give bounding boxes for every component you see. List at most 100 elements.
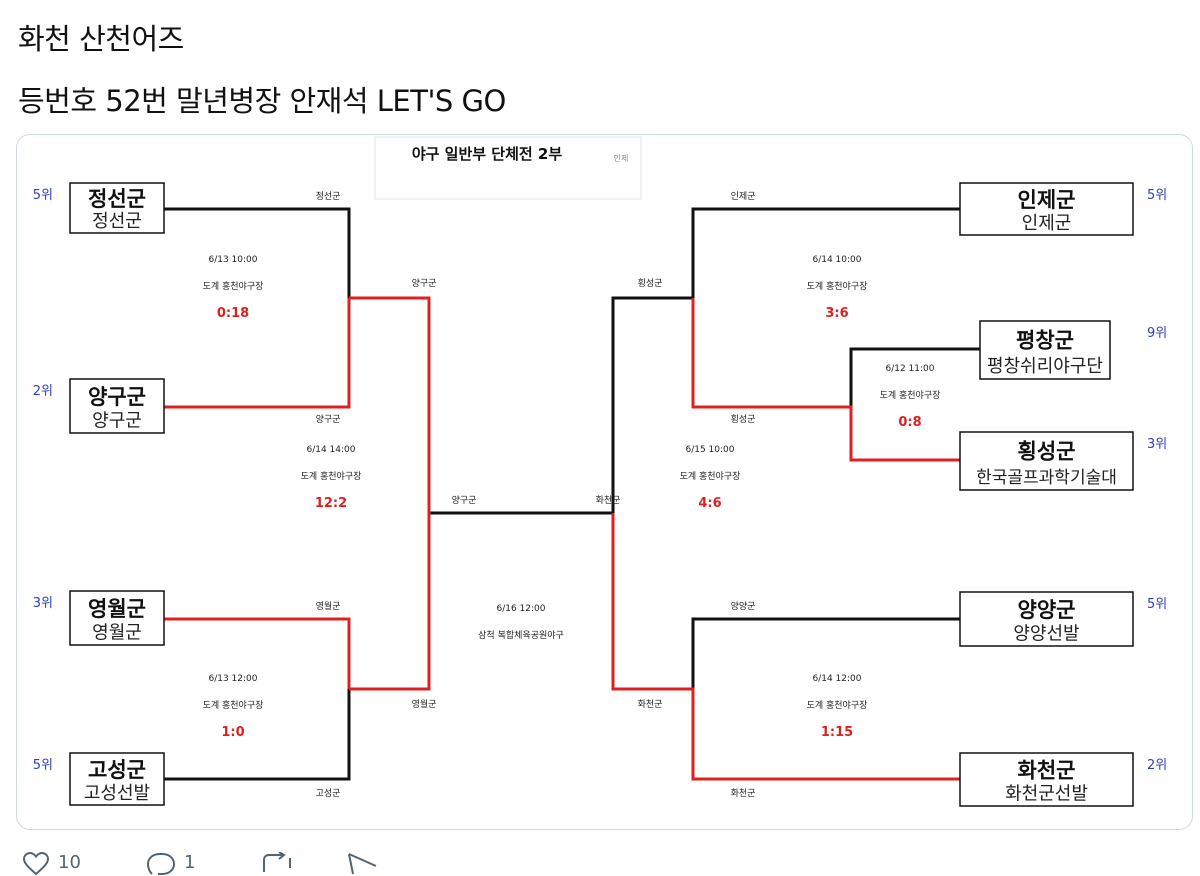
reply-icon <box>146 852 176 876</box>
team-sub: 고성선발 <box>84 783 150 804</box>
team-name: 영월군 <box>88 597 146 621</box>
match-venue: 도계 홍천야구장 <box>807 699 868 711</box>
like-count: 10 <box>58 852 81 873</box>
match-info: 6/13 10:00 도계 홍천야구장 0:18 <box>203 255 264 321</box>
team-name: 정선군 <box>88 187 146 211</box>
match-date: 6/14 10:00 <box>812 255 861 265</box>
match-venue: 도계 홍천야구장 <box>203 699 264 711</box>
line-label: 영월군 <box>316 600 341 612</box>
post-text-line-1: 화천 산천어즈 <box>18 22 184 56</box>
share-icon <box>346 852 380 876</box>
line-label: 인제군 <box>731 191 756 202</box>
line-label: 횡성군 <box>638 277 663 289</box>
match-date: 6/16 12:00 <box>496 604 545 614</box>
match-score: 1:15 <box>821 725 853 740</box>
match-venue: 도계 홍천야구장 <box>807 280 868 292</box>
match-date: 6/14 14:00 <box>306 445 355 455</box>
match-score: 1:0 <box>221 725 244 740</box>
line-label: 정선군 <box>316 191 341 202</box>
team-sub: 정선군 <box>92 211 142 232</box>
team-name: 횡성군 <box>1018 440 1076 464</box>
match-venue: 도계 홍천야구장 <box>301 470 362 482</box>
match-venue: 삼척 복합체육공원야구 <box>478 630 564 641</box>
team-rank: 2위 <box>1147 758 1167 773</box>
match-info: 6/13 12:00 도계 홍천야구장 1:0 <box>203 674 264 740</box>
team-name: 화천군 <box>1018 758 1076 782</box>
match-date: 6/12 11:00 <box>885 364 934 374</box>
match-score: 4:6 <box>698 496 721 511</box>
team-name: 평창군 <box>1016 329 1074 353</box>
team-sub: 양구군 <box>92 411 142 432</box>
line-label: 횡성군 <box>731 413 756 425</box>
team-sub: 영월군 <box>92 623 142 644</box>
match-venue: 도계 홍천야구장 <box>203 280 264 292</box>
line-label: 양구군 <box>452 495 477 506</box>
match-info: 6/14 12:00 도계 홍천야구장 1:15 <box>807 674 868 740</box>
team-sub: 한국골프과학기술대 <box>976 468 1117 488</box>
team-rank: 5위 <box>33 188 53 203</box>
heart-icon <box>22 852 50 876</box>
bracket-line-yeongwol-advance <box>349 513 431 691</box>
repost-icon <box>258 852 296 876</box>
bracket-title: 야구 일반부 단체전 2부 <box>412 145 563 163</box>
line-label: 영월군 <box>412 698 437 710</box>
team-rank: 5위 <box>1147 597 1167 612</box>
team-rank: 3위 <box>1147 437 1167 452</box>
match-info: 6/15 10:00 도계 홍천야구장 4:6 <box>680 445 741 511</box>
match-score: 0:8 <box>898 415 921 430</box>
line-label: 화천군 <box>596 495 621 506</box>
team-name: 양구군 <box>88 385 146 409</box>
match-info: 6/14 14:00 도계 홍천야구장 12:2 <box>301 445 362 511</box>
team-rank: 2위 <box>33 384 53 399</box>
bracket-line-yangyang <box>691 617 960 689</box>
line-label: 양양군 <box>731 601 756 612</box>
repost-button[interactable] <box>258 852 304 876</box>
match-date: 6/13 12:00 <box>208 674 257 684</box>
bracket-line-yanggu <box>164 298 351 409</box>
team-sub: 화천군선발 <box>1005 784 1088 805</box>
match-info: 6/16 12:00 삼척 복합체육공원야구 <box>478 604 564 641</box>
line-label: 양구군 <box>316 414 341 425</box>
corner-note: 인제 <box>614 153 629 163</box>
line-label: 고성군 <box>316 788 341 799</box>
match-score: 0:18 <box>217 306 249 321</box>
team-rank: 5위 <box>1147 188 1167 203</box>
reply-button[interactable]: 1 <box>146 852 195 876</box>
share-button[interactable] <box>346 852 380 876</box>
reply-count: 1 <box>184 852 196 873</box>
title-box <box>374 136 642 200</box>
bracket-line-hoengseong <box>691 298 960 462</box>
team-sub: 평창쉬리야구단 <box>987 356 1103 377</box>
match-date: 6/15 10:00 <box>685 445 734 455</box>
match-date: 6/14 12:00 <box>812 674 861 684</box>
tournament-bracket: 야구 일반부 단체전 2부 인제 정선군정선군5위양구군양구군2위영월군영월군3… <box>33 136 1167 807</box>
bracket-line-yeongwol <box>164 617 351 689</box>
bracket-line-inje <box>611 207 960 513</box>
team-name: 고성군 <box>88 758 146 782</box>
like-button[interactable]: 10 <box>22 852 81 876</box>
team-sub: 인제군 <box>1022 213 1072 234</box>
match-venue: 도계 홍천야구장 <box>680 470 741 482</box>
line-label: 화천군 <box>638 699 663 710</box>
match-score: 12:2 <box>315 496 347 511</box>
team-rank: 9위 <box>1147 326 1167 341</box>
match-score: 3:6 <box>825 306 848 321</box>
bracket-line-hwacheon <box>611 513 960 781</box>
team-rank: 5위 <box>33 758 53 773</box>
match-date: 6/13 10:00 <box>208 255 257 265</box>
team-name: 양양군 <box>1018 598 1076 622</box>
team-sub: 양양선발 <box>1013 624 1079 645</box>
team-name: 인제군 <box>1018 188 1076 212</box>
line-label: 화천군 <box>731 788 756 799</box>
match-info: 6/14 10:00 도계 홍천야구장 3:6 <box>807 255 868 321</box>
